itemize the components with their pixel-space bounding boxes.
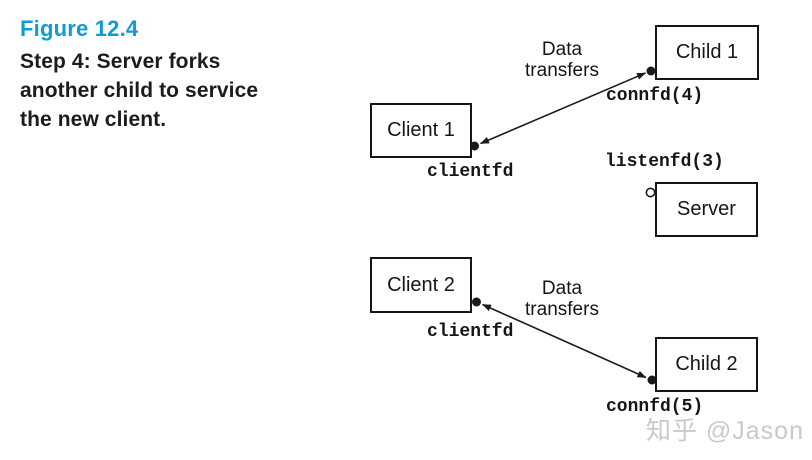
arrow-client1-child1: [480, 72, 646, 145]
figure-label: Figure 12.4: [20, 16, 139, 41]
watermark: 知乎 @Jason: [645, 417, 804, 445]
caption-line-3: the new client.: [20, 108, 167, 131]
node-client2-label: Client 2: [387, 273, 455, 296]
node-server: Server: [655, 182, 758, 237]
node-child2-label: Child 2: [675, 353, 738, 375]
socket-dot-client2: [472, 297, 481, 307]
label-clientfd-top: clientfd: [427, 162, 514, 182]
figure-caption: Figure 12.4 Step 4: Server forks another…: [20, 14, 320, 134]
label-connfd4: connfd(4): [606, 86, 704, 106]
caption-text: Step 4: Server forks another child to se…: [20, 47, 320, 134]
caption-line-2: another child to service: [20, 79, 259, 102]
label-data-transfers-top: Data transfers: [525, 39, 599, 81]
label-listenfd3: listenfd(3): [605, 152, 724, 172]
label-data-transfers-bottom: Data transfers: [525, 278, 599, 320]
node-client1: Client 1: [370, 103, 472, 158]
label-clientfd-bottom: clientfd: [427, 322, 514, 342]
node-child1-label: Child 1: [675, 41, 739, 63]
node-client2: Client 2: [370, 257, 472, 313]
node-client1-label: Client 1: [387, 119, 455, 141]
caption-line-1: Step 4: Server forks: [20, 50, 221, 73]
node-child2: Child 2: [655, 337, 758, 392]
node-server-label: Server: [677, 198, 736, 220]
listen-socket-circle: [645, 187, 656, 198]
label-connfd5: connfd(5): [606, 397, 704, 417]
node-child1: Child 1: [655, 25, 759, 80]
